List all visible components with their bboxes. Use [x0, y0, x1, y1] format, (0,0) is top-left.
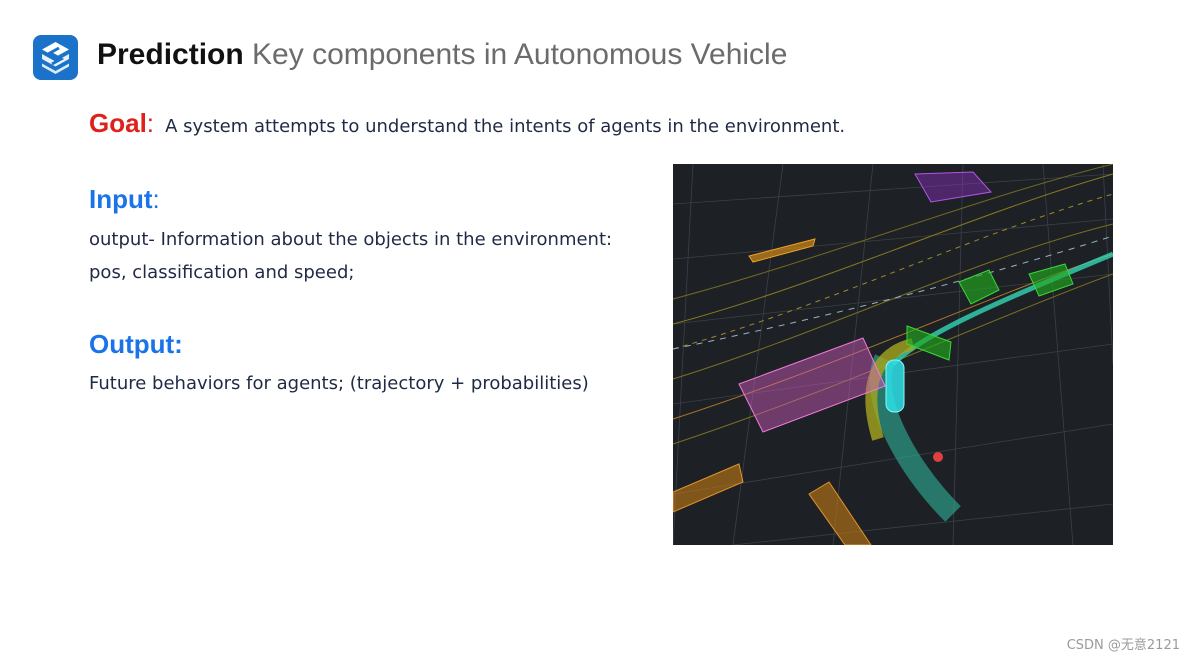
- yellow-trajectory: [865, 338, 915, 441]
- output-heading: Output:: [89, 329, 183, 360]
- goal-colon: :: [146, 108, 155, 138]
- page-title: Prediction Key components in Autonomous …: [97, 38, 787, 72]
- output-label: Output:: [89, 329, 183, 359]
- orange-agent-box-2: [673, 463, 744, 513]
- visualization-svg: [673, 164, 1113, 545]
- logo-icon: [33, 35, 78, 80]
- green-agent-box-3: [906, 325, 952, 361]
- input-colon: :: [152, 184, 160, 214]
- goal-section: Goal: A system attempts to understand th…: [89, 108, 845, 139]
- input-heading: Input:: [89, 184, 160, 215]
- output-line-1: Future behaviors for agents; (trajectory…: [89, 373, 589, 394]
- goal-label: Goal: [89, 108, 147, 138]
- orange-agent-box: [748, 238, 816, 263]
- page-title-rest: Key components in Autonomous Vehicle: [252, 38, 788, 71]
- input-label: Input: [89, 184, 153, 214]
- input-line-1: output- Information about the objects in…: [89, 229, 613, 250]
- pink-vehicle-box: [738, 337, 886, 433]
- green-agent-box-2: [1028, 263, 1074, 297]
- green-agent-box-1: [958, 269, 1000, 305]
- input-line-2: pos, classification and speed;: [89, 262, 355, 283]
- green-trajectory: [891, 251, 1113, 366]
- pedestrian-marker: [933, 452, 943, 462]
- prediction-visualization-image: [673, 164, 1113, 545]
- watermark: CSDN @无意2121: [1066, 638, 1180, 653]
- goal-text: A system attempts to understand the inte…: [165, 116, 846, 137]
- purple-agent-box: [914, 171, 992, 203]
- page-title-bold: Prediction: [97, 38, 244, 71]
- orange-agent-box-3: [808, 481, 872, 545]
- ego-vehicle: [885, 359, 905, 413]
